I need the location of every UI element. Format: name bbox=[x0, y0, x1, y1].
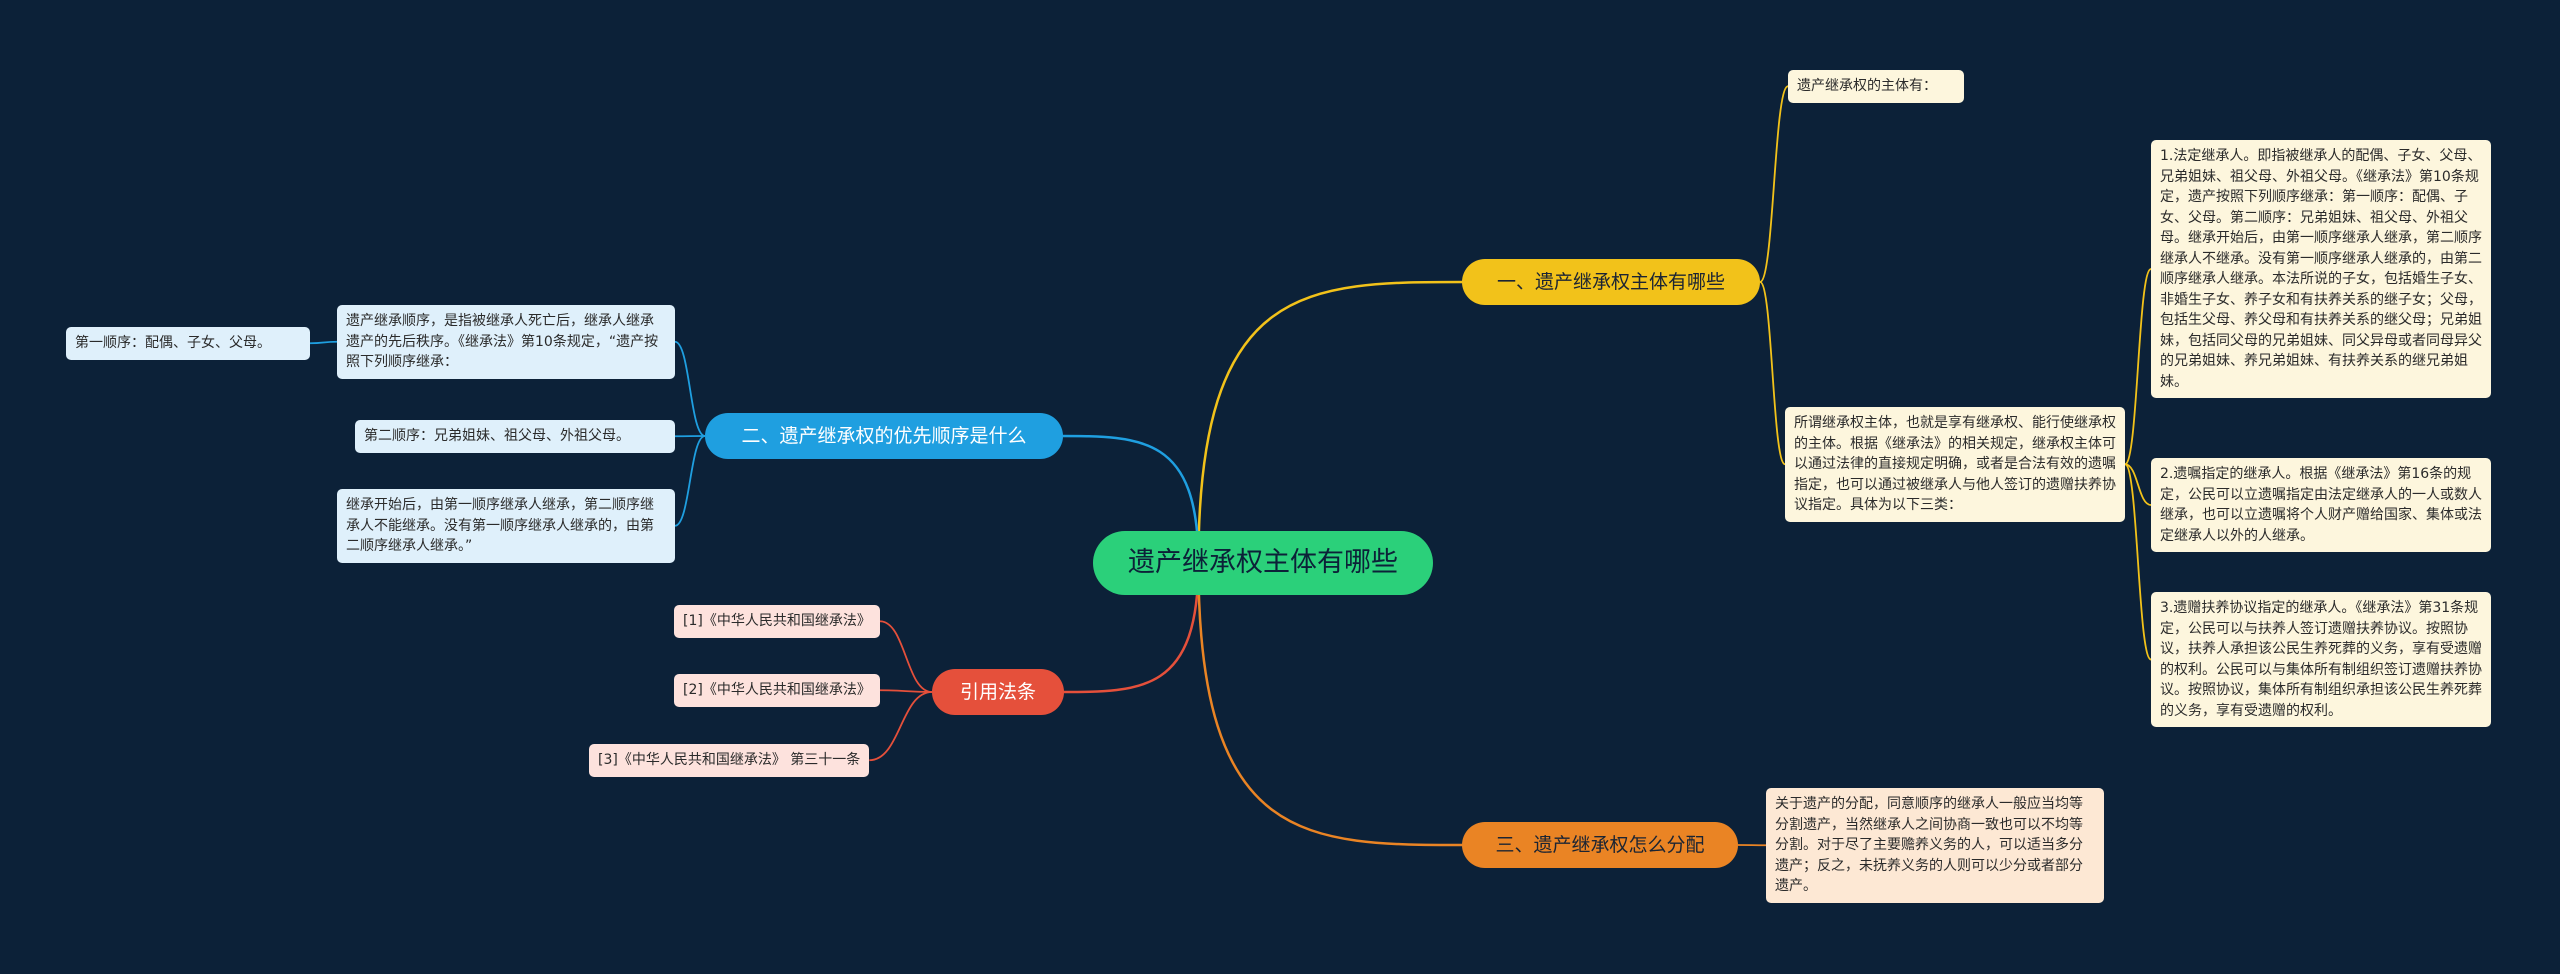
edge-subjects-definition-leaf bbox=[1759, 281, 1786, 466]
branch-cited-laws[interactable]: 引用法条 bbox=[932, 669, 1064, 715]
cited-law-2[interactable]: [2]《中华人民共和国继承法》 bbox=[674, 674, 880, 707]
subjects-definition-leaf[interactable]: 所谓继承权主体，也就是享有继承权、能行使继承权的主体。根据《继承法》的相关规定，… bbox=[1785, 407, 2125, 522]
branch-inheritance-subjects[interactable]: 一、遗产继承权主体有哪些 bbox=[1462, 259, 1760, 305]
edge-branch-inheritance-subjects bbox=[1197, 280, 1467, 564]
branch-inheritance-order[interactable]: 二、遗产继承权的优先顺序是什么 bbox=[705, 413, 1063, 459]
cited-law-1[interactable]: [1]《中华人民共和国继承法》 bbox=[674, 605, 880, 638]
edge-subjects-intro-leaf bbox=[1759, 85, 1789, 283]
edge-statutory-heirs-leaf bbox=[2124, 268, 2152, 466]
edge-order-definition-leaf bbox=[674, 340, 706, 437]
edge-cited-law-3 bbox=[869, 691, 933, 762]
order-definition-leaf[interactable]: 遗产继承顺序，是指被继承人死亡后，继承人继承遗产的先后秩序。《继承法》第10条规… bbox=[337, 305, 675, 379]
edge-cited-law-1 bbox=[879, 620, 933, 693]
edge-first-order-leaf bbox=[309, 340, 338, 345]
edge-bequest-support-heirs-leaf bbox=[2124, 463, 2152, 661]
testamentary-heirs-leaf[interactable]: 2.遗嘱指定的继承人。根据《继承法》第16条的规定，公民可以立遗嘱指定由法定继承… bbox=[2151, 458, 2491, 552]
edge-order-rule-leaf bbox=[674, 435, 706, 527]
order-rule-leaf[interactable]: 继承开始后，由第一顺序继承人继承，第二顺序继承人不能继承。没有第一顺序继承人继承… bbox=[337, 489, 675, 563]
distribution-leaf[interactable]: 关于遗产的分配，同意顺序的继承人一般应当均等分割遗产，当然继承人之间协商一致也可… bbox=[1766, 788, 2104, 903]
statutory-heirs-leaf[interactable]: 1.法定继承人。即指被继承人的配偶、子女、父母、兄弟姐妹、祖父母、外祖父母。《继… bbox=[2151, 140, 2491, 398]
edge-branch-inheritance-order bbox=[1058, 434, 1200, 564]
root-topic[interactable]: 遗产继承权主体有哪些 bbox=[1093, 531, 1433, 595]
edge-testamentary-heirs-leaf bbox=[2124, 463, 2152, 506]
first-order-leaf[interactable]: 第一顺序：配偶、子女、父母。 bbox=[66, 327, 310, 360]
edge-branch-inheritance-distribution bbox=[1197, 562, 1467, 847]
bequest-support-heirs-leaf[interactable]: 3.遗赠扶养协议指定的继承人。《继承法》第31条规定，公民可以与扶养人签订遗赠扶… bbox=[2151, 592, 2491, 727]
edge-branch-cited-laws bbox=[1059, 562, 1200, 694]
second-order-leaf[interactable]: 第二顺序：兄弟姐妹、祖父母、外祖父母。 bbox=[355, 420, 675, 453]
subjects-intro-leaf[interactable]: 遗产继承权的主体有： bbox=[1788, 70, 1964, 103]
cited-law-3[interactable]: [3]《中华人民共和国继承法》 第三十一条 bbox=[589, 744, 870, 777]
branch-inheritance-distribution[interactable]: 三、遗产继承权怎么分配 bbox=[1462, 822, 1738, 868]
